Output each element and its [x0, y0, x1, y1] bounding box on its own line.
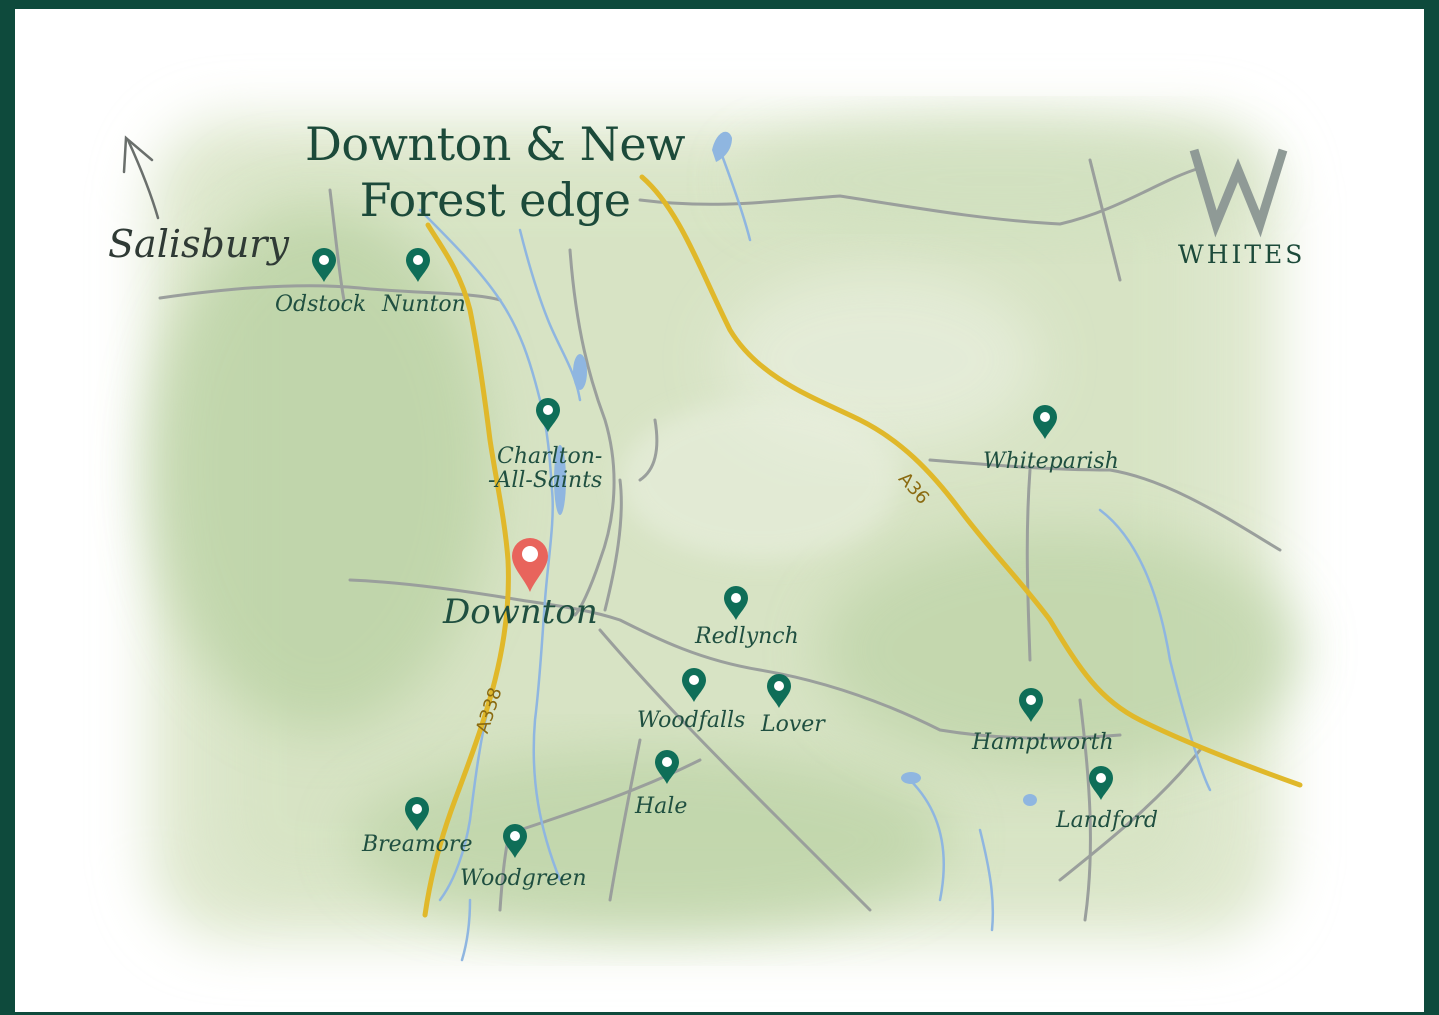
label-whiteparish: Whiteparish [983, 449, 1119, 474]
label-woodfalls: Woodfalls [637, 708, 746, 733]
whites-logo-mark [1189, 148, 1288, 238]
lakes [554, 131, 1037, 806]
label-salisbury: Salisbury [108, 222, 289, 266]
minor-roads [158, 158, 1282, 922]
label-hamptworth: Hamptworth [972, 730, 1114, 755]
map-title: Downton & New Forest edge [300, 116, 690, 228]
label-redlynch: Redlynch [695, 624, 799, 649]
major-roads [422, 174, 1303, 918]
label-all-saints: -All-Saints [488, 468, 603, 493]
road-a36-line [639, 174, 1303, 788]
downton-pin-icon [512, 538, 548, 592]
north-west-arrow-icon [122, 135, 160, 220]
label-landford: Landford [1056, 808, 1158, 833]
label-charlton: Charlton- [497, 444, 603, 469]
label-breamore: Breamore [362, 832, 473, 857]
label-woodgreen: Woodgreen [460, 866, 587, 891]
rivers [418, 148, 1212, 962]
label-odstock: Odstock [275, 292, 367, 317]
label-lover: Lover [761, 712, 825, 737]
label-downton: Downton [443, 592, 598, 632]
whites-logo-text: WHITES [1178, 240, 1306, 269]
map-title-line-1: Downton & New [305, 117, 685, 171]
map-title-line-2: Forest edge [359, 173, 631, 227]
road-a338-line [422, 222, 511, 918]
label-nunton: Nunton [382, 292, 466, 317]
watercolor-background [150, 120, 1300, 940]
label-hale: Hale [635, 794, 688, 819]
